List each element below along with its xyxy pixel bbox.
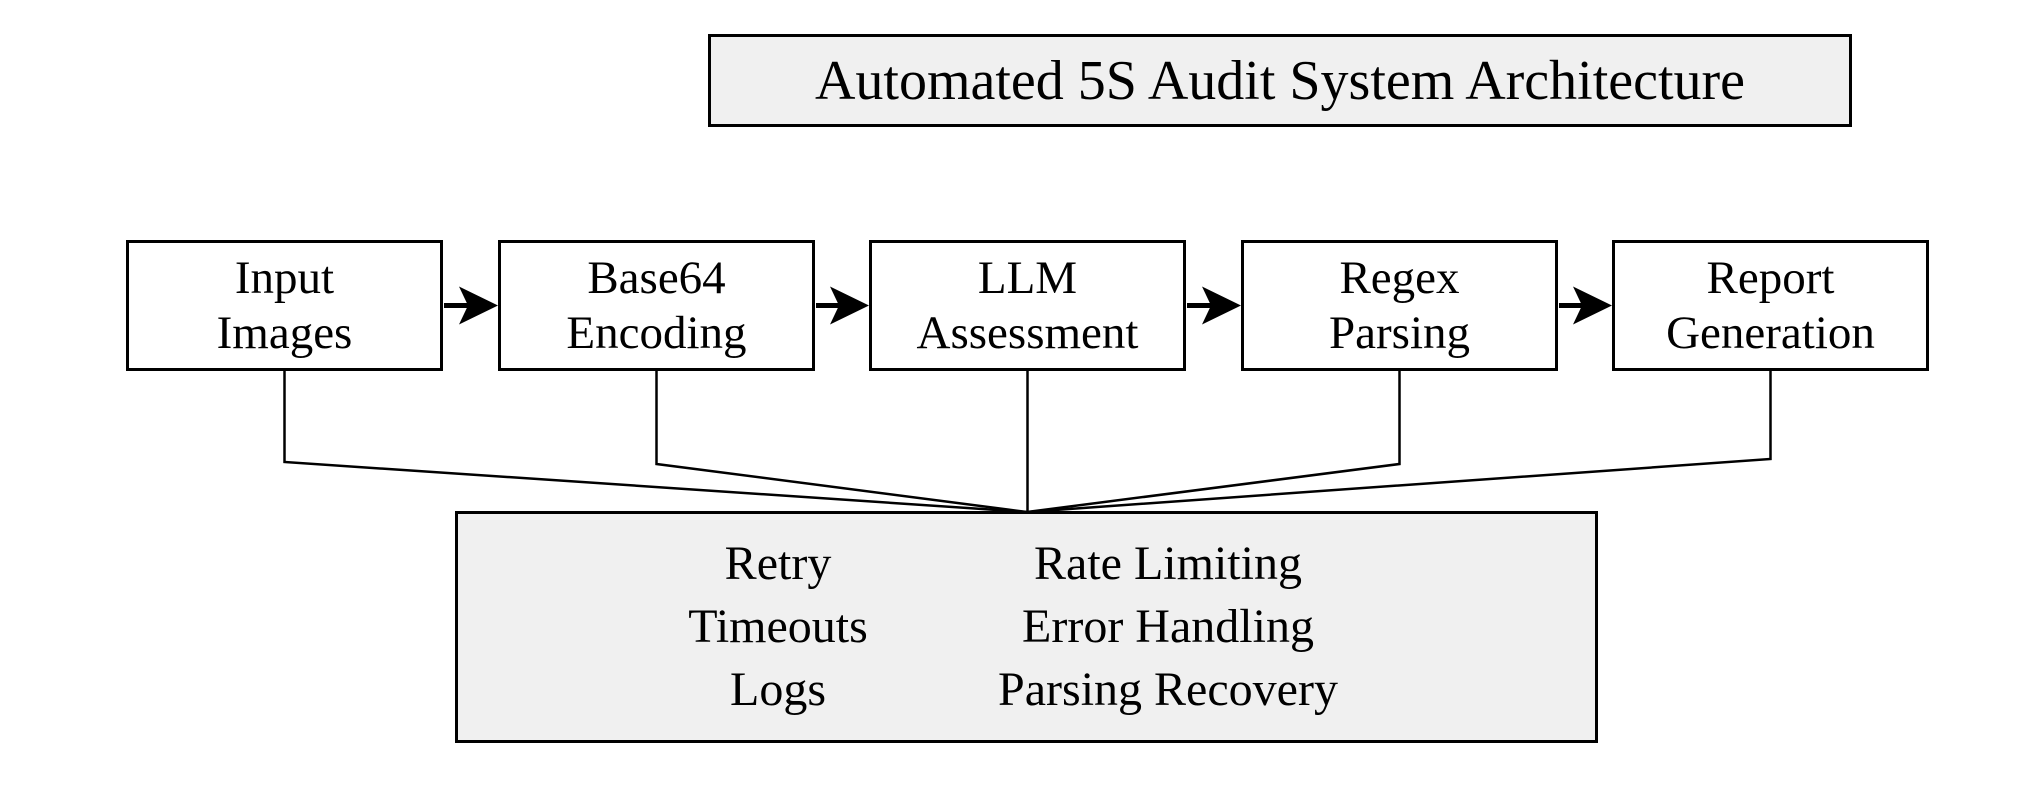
flow-arrow-llm-to-regex <box>1187 286 1241 325</box>
infra-item-parsing-recovery: Parsing Recovery <box>998 663 1338 716</box>
node-label-line: Parsing <box>1329 306 1470 359</box>
infra-item-rate-limiting: Rate Limiting <box>1034 537 1302 590</box>
node-label-line: Base64 <box>587 251 726 304</box>
node-label-line: Encoding <box>566 306 747 359</box>
diagram-title: Automated 5S Audit System Architecture <box>814 49 1746 112</box>
node-label-line: LLM <box>977 251 1078 304</box>
infra-item-retry: Retry <box>724 537 832 590</box>
connector-input-images <box>283 371 1028 514</box>
infra-item-timeouts: Timeouts <box>688 600 868 653</box>
flow-arrow-regex-to-report <box>1559 286 1612 325</box>
connector-report-generation <box>1026 371 1772 514</box>
connector-base64-encoding <box>655 371 1028 514</box>
infrastructure-column-left: Retry Timeouts Logs <box>458 532 1098 721</box>
pipeline-node-input-images: Input Images <box>126 240 443 371</box>
pipeline-node-base64-encoding: Base64 Encoding <box>498 240 815 371</box>
flow-arrow-input-to-base64 <box>444 286 498 325</box>
node-label-line: Generation <box>1666 306 1875 359</box>
infrastructure-column-right: Rate Limiting Error Handling Parsing Rec… <box>878 532 1458 721</box>
connector-regex-parsing <box>1026 371 1401 514</box>
flow-arrow-base64-to-llm <box>816 286 869 325</box>
pipeline-node-regex-parsing: Regex Parsing <box>1241 240 1558 371</box>
node-label-line: Report <box>1706 251 1835 304</box>
node-label-line: Assessment <box>916 306 1139 359</box>
infra-item-error-handling: Error Handling <box>1022 600 1314 653</box>
node-label-line: Input <box>234 251 335 304</box>
infrastructure-panel: Retry Timeouts Logs Rate Limiting Error … <box>455 511 1598 743</box>
infra-item-logs: Logs <box>730 663 826 716</box>
diagram-title-box: Automated 5S Audit System Architecture <box>708 34 1852 127</box>
pipeline-node-report-generation: Report Generation <box>1612 240 1929 371</box>
pipeline-node-llm-assessment: LLM Assessment <box>869 240 1186 371</box>
node-label-line: Regex <box>1339 251 1460 304</box>
node-label-line: Images <box>216 306 353 359</box>
